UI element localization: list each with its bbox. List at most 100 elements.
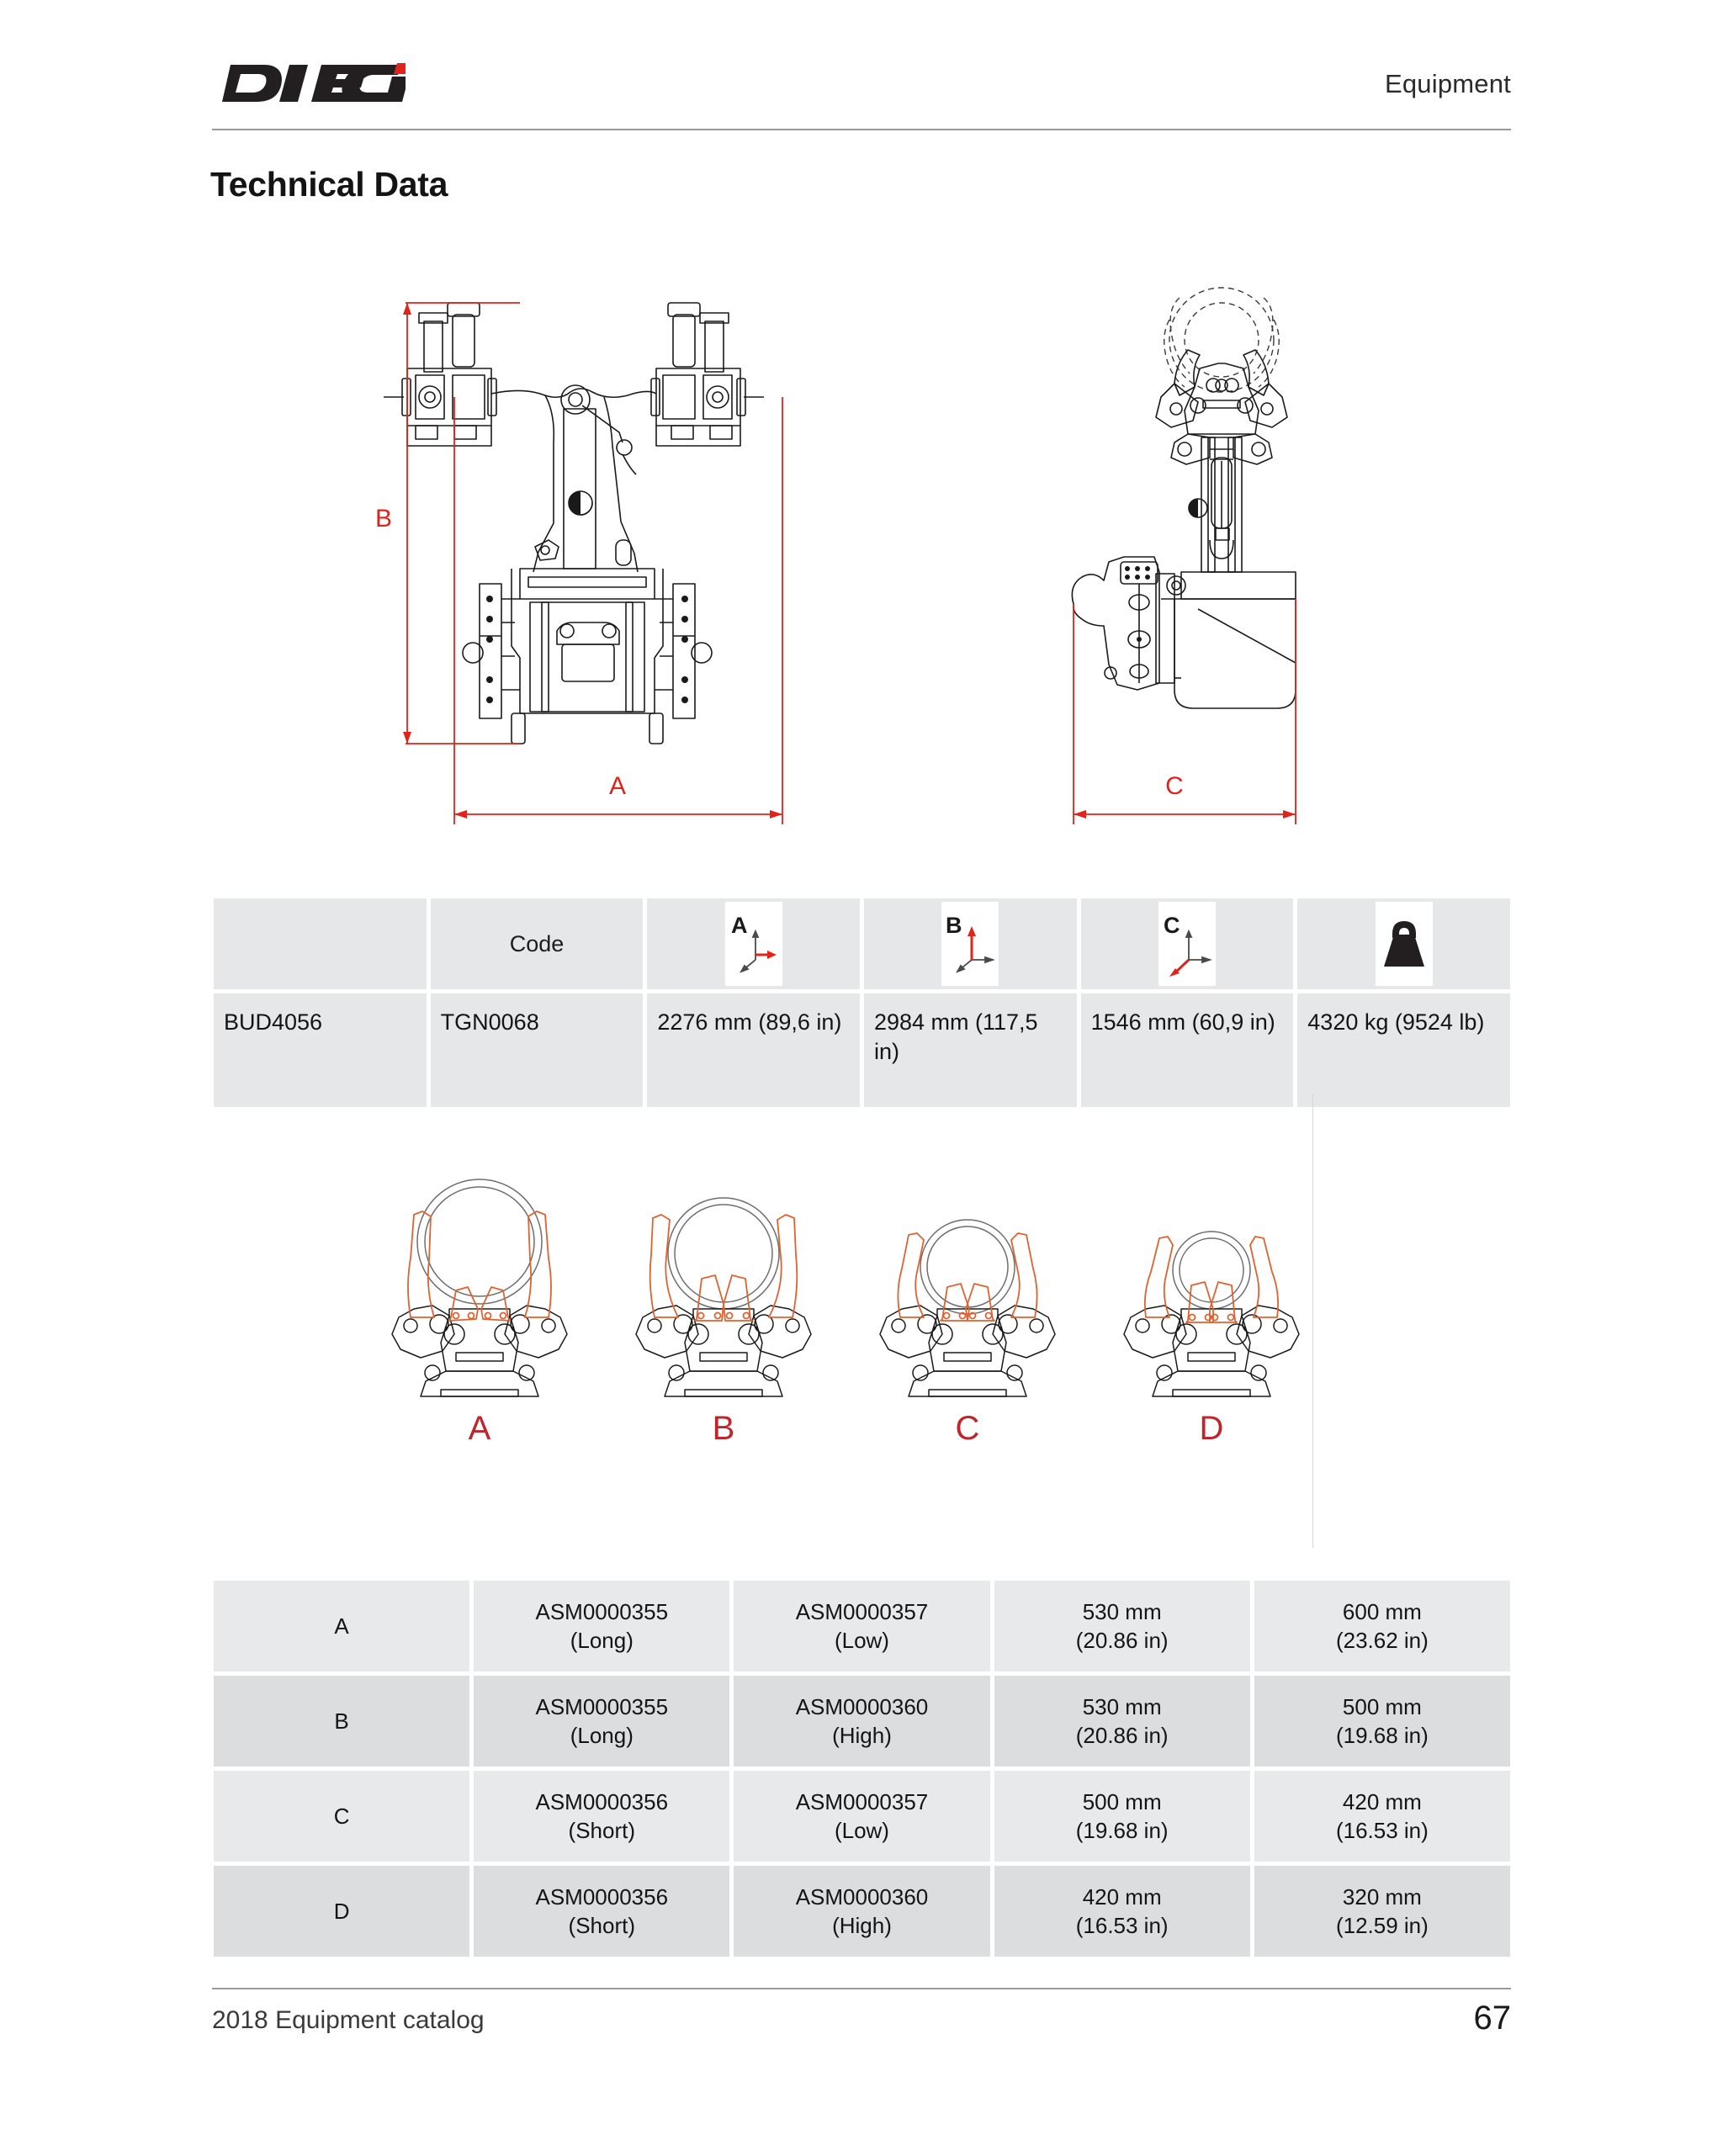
variant-arm-type: (Long) [570,1723,634,1748]
table-row: D ASM0000356 (Short) ASM0000360 (High) 4… [214,1866,1510,1957]
variant-cell-dim1: 500 mm (19.68 in) [994,1771,1250,1862]
svg-text:A: A [731,913,748,938]
footer-catalog-name: 2018 Equipment catalog [212,2006,485,2034]
table-row: B ASM0000355 (Long) ASM0000360 (High) 53… [214,1676,1510,1767]
variant-arm-code: ASM0000356 [535,1883,669,1910]
page-title: Technical Data [210,165,448,204]
variant-dim2-in: (19.68 in) [1335,1723,1429,1748]
variant-dim1-in: (16.53 in) [1075,1913,1169,1938]
front-view-drawing: B A [355,269,793,862]
variant-cell-arm: ASM0000355 (Long) [474,1581,730,1671]
variant-cell-config: B [214,1676,470,1767]
spec-cell-code: TGN0068 [430,993,644,1107]
variant-cell-dim2: 420 mm (16.53 in) [1254,1771,1510,1862]
footer-divider [212,1988,1511,1989]
variant-cell-dim1: 530 mm (20.86 in) [994,1676,1250,1767]
variant-mount-code: ASM0000360 [795,1693,929,1719]
footer-page-number: 67 [1473,2000,1512,2037]
variant-cell-mount: ASM0000357 (Low) [734,1581,990,1671]
variant-cell-mount: ASM0000360 (High) [734,1676,990,1767]
specification-table: Code A [209,894,1514,1111]
variant-cell-dim2: 320 mm (12.59 in) [1254,1866,1510,1957]
spec-header-weight [1297,898,1510,989]
dieci-logo [212,59,406,108]
variant-dim1-mm: 530 mm [1082,1598,1162,1624]
configuration-label-c: C [955,1410,980,1447]
variant-dim1-mm: 530 mm [1082,1693,1162,1719]
variant-mount-type: (High) [832,1913,892,1938]
spec-header-model [214,898,427,989]
variant-dim2-in: (12.59 in) [1335,1913,1429,1938]
variant-arm-code: ASM0000356 [535,1788,669,1814]
variant-cell-config: C [214,1771,470,1862]
header-section-title: Equipment [1384,69,1511,98]
configuration-label-a: A [468,1410,491,1447]
variant-cell-dim1: 530 mm (20.86 in) [994,1581,1250,1671]
variant-dim1-in: (20.86 in) [1075,1628,1169,1653]
variant-cell-dim1: 420 mm (16.53 in) [994,1866,1250,1957]
svg-text:C: C [1165,772,1184,800]
variants-table: A ASM0000355 (Long) ASM0000357 (Low) 530… [209,1576,1514,1961]
configuration-diagram-a: A [362,1161,597,1447]
configuration-diagram-b: B [606,1161,841,1447]
configuration-diagram-d: D [1094,1161,1329,1447]
configuration-diagram-c: C [850,1161,1085,1447]
variant-mount-code: ASM0000357 [795,1598,929,1624]
image-region-divider [1312,1094,1313,1548]
variant-cell-mount: ASM0000357 (Low) [734,1771,990,1862]
technical-drawings: B A [212,269,1511,875]
configuration-diagrams: A [362,1161,1371,1497]
weight-icon [1375,902,1433,986]
variant-dim2-in: (23.62 in) [1335,1628,1429,1653]
variant-cell-config: A [214,1581,470,1671]
spec-header-dimension-b: B [863,898,1077,989]
variant-cell-dim2: 500 mm (19.68 in) [1254,1676,1510,1767]
spec-cell-dimension-b: 2984 mm (117,5 in) [863,993,1077,1107]
svg-text:B: B [946,913,962,938]
side-view-drawing: C [1053,269,1373,862]
page-header: Equipment [212,50,1511,130]
svg-text:B: B [375,505,392,532]
variant-mount-type: (Low) [834,1628,889,1653]
variant-cell-arm: ASM0000355 (Long) [474,1676,730,1767]
spec-cell-model: BUD4056 [214,993,427,1107]
axis-b-icon: B [941,902,999,986]
variant-dim2-mm: 420 mm [1342,1788,1422,1814]
spec-cell-dimension-c: 1546 mm (60,9 in) [1080,993,1294,1107]
variant-cell-arm: ASM0000356 (Short) [474,1866,730,1957]
spec-header-dimension-a: A [647,898,860,989]
table-row: BUD4056 TGN0068 2276 mm (89,6 in) 2984 m… [214,993,1510,1107]
spec-table-header-row: Code A [214,898,1510,989]
axis-a-icon: A [724,902,782,986]
page-footer: 2018 Equipment catalog 67 [212,1988,1511,2055]
table-row: A ASM0000355 (Long) ASM0000357 (Low) 530… [214,1581,1510,1671]
variant-dim2-mm: 600 mm [1342,1598,1422,1624]
variant-dim2-mm: 320 mm [1342,1883,1422,1910]
variant-arm-type: (Short) [568,1913,636,1938]
variant-dim1-mm: 420 mm [1082,1883,1162,1910]
spec-cell-dimension-a: 2276 mm (89,6 in) [647,993,860,1107]
variant-arm-code: ASM0000355 [535,1598,669,1624]
axis-c-icon: C [1158,902,1216,986]
variant-dim1-in: (19.68 in) [1075,1818,1169,1843]
variant-arm-type: (Long) [570,1628,634,1653]
variant-dim1-in: (20.86 in) [1075,1723,1169,1748]
variant-cell-dim2: 600 mm (23.62 in) [1254,1581,1510,1671]
svg-text:A: A [609,772,626,800]
spec-header-code: Code [430,898,644,989]
variant-cell-mount: ASM0000360 (High) [734,1866,990,1957]
variant-mount-code: ASM0000360 [795,1883,929,1910]
table-row: C ASM0000356 (Short) ASM0000357 (Low) 50… [214,1771,1510,1862]
variant-arm-type: (Short) [568,1818,636,1843]
variant-cell-config: D [214,1866,470,1957]
variant-mount-type: (High) [832,1723,892,1748]
spec-cell-weight: 4320 kg (9524 lb) [1297,993,1510,1107]
variant-dim2-in: (16.53 in) [1335,1818,1429,1843]
configuration-label-d: D [1199,1410,1224,1447]
header-divider [212,129,1511,130]
variant-arm-code: ASM0000355 [535,1693,669,1719]
variant-mount-code: ASM0000357 [795,1788,929,1814]
spec-header-dimension-c: C [1080,898,1294,989]
svg-text:C: C [1164,913,1180,938]
